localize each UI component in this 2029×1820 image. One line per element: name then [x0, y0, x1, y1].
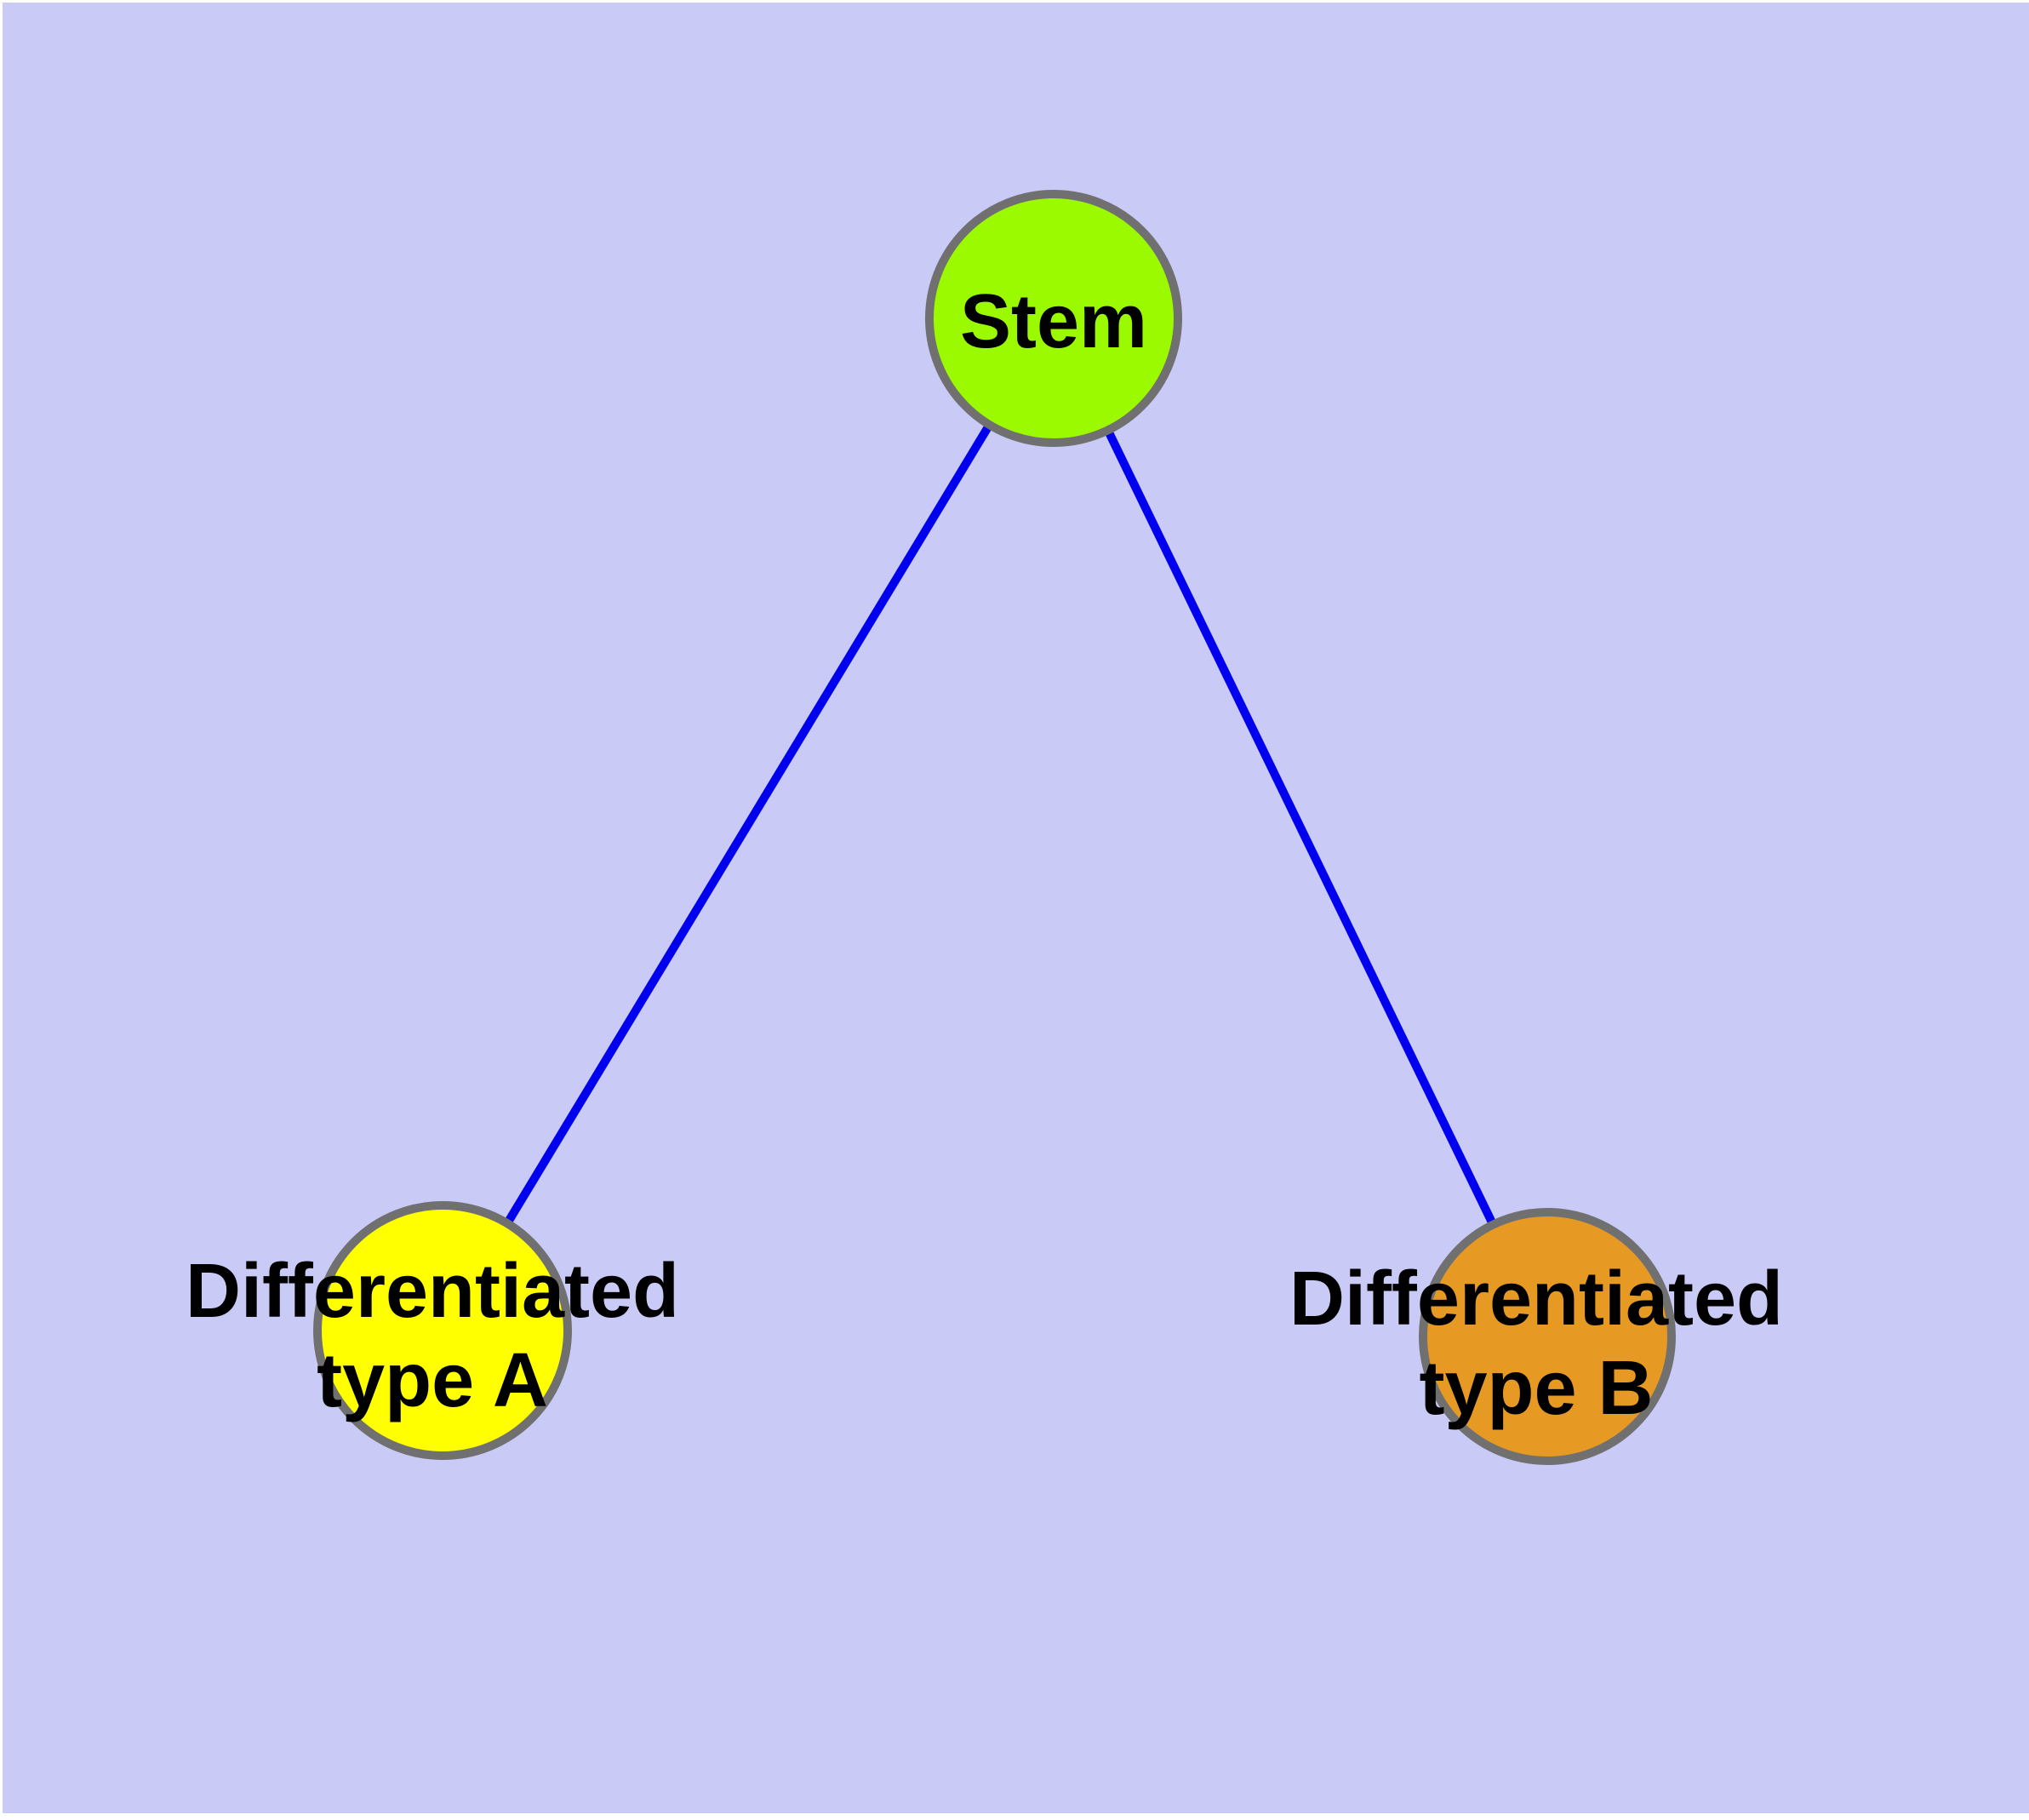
node-type-b-label-line2: type B — [1419, 1346, 1653, 1431]
edge-stem-to-type-a — [438, 316, 1058, 1333]
node-type-b-circle — [1419, 1208, 1676, 1465]
node-type-a-label-line2: type A — [317, 1338, 548, 1423]
node-type-a-circle — [313, 1201, 572, 1460]
node-type-b-label-line1: Differentiated — [1289, 1256, 1783, 1342]
node-type-a-label-line1: Differentiated — [186, 1249, 679, 1334]
node-stem-circle — [925, 190, 1182, 447]
node-stem-label: Stem — [960, 279, 1147, 364]
edge-stem-to-type-b — [1049, 316, 1552, 1339]
